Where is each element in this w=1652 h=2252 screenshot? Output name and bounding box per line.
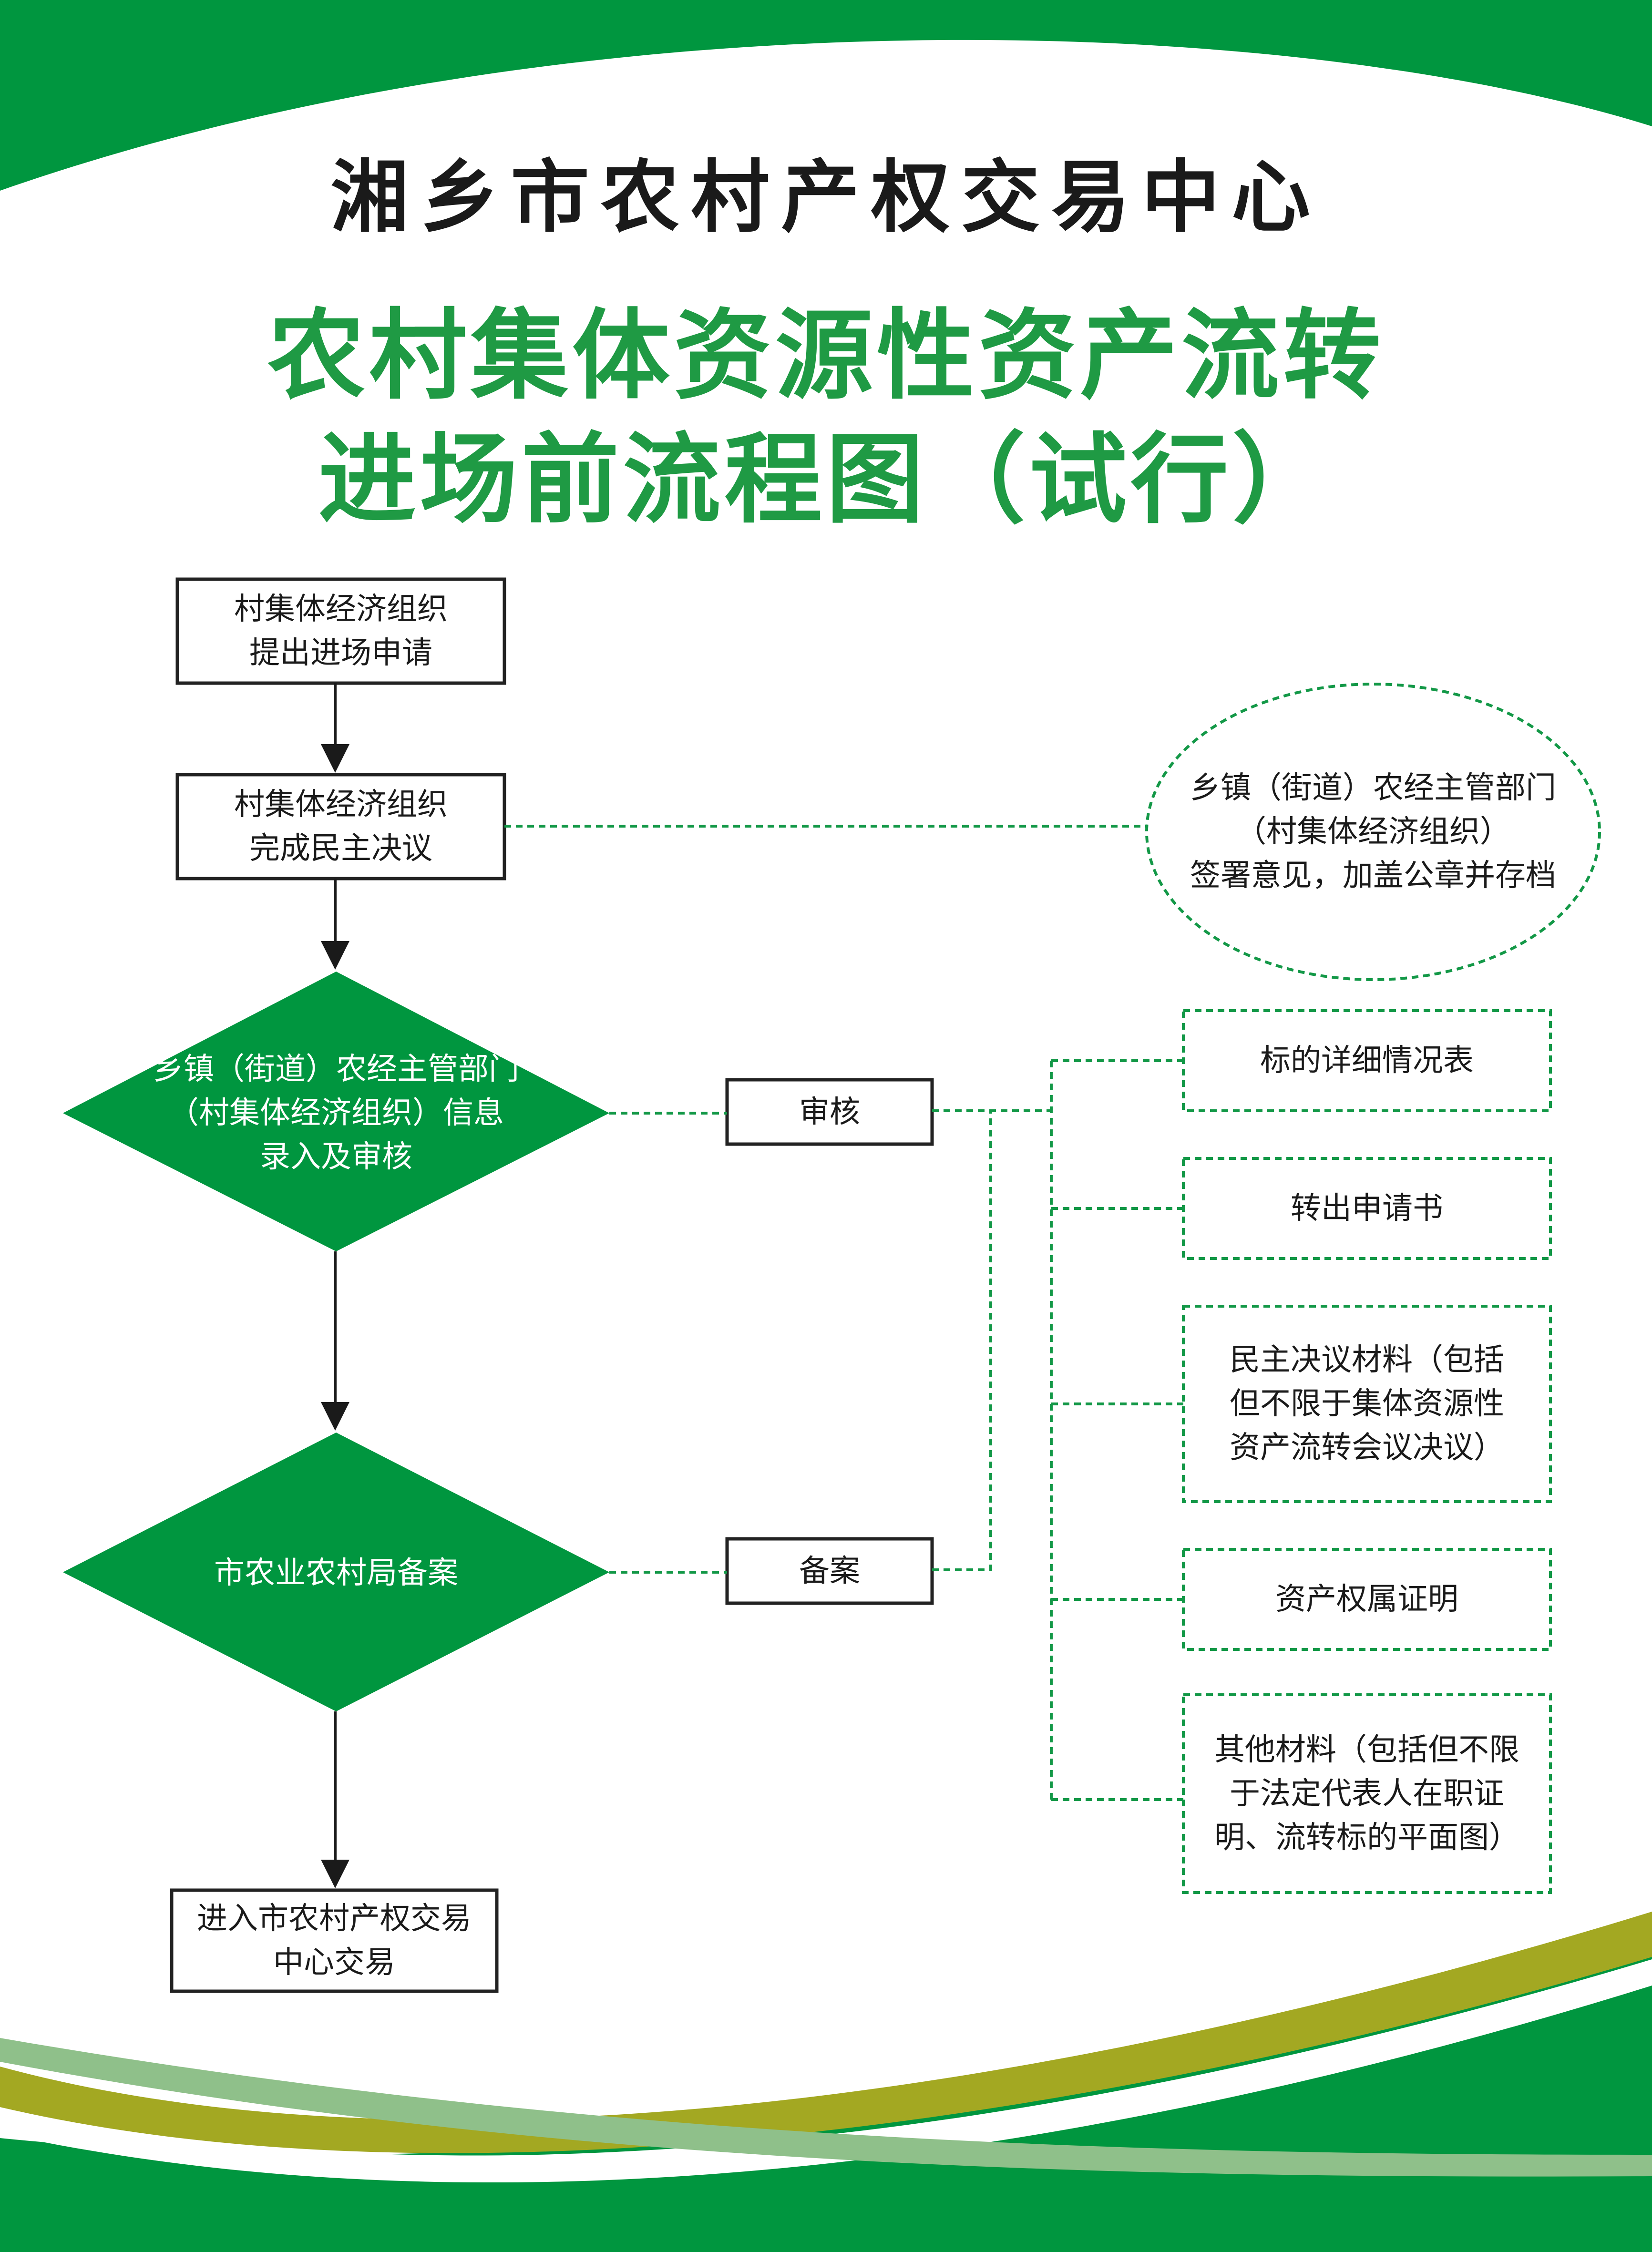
dashed-shapes	[1145, 683, 1601, 1894]
step2-box	[175, 773, 506, 880]
step3-label: 乡镇（街道）农经主管部门 （村集体经济组织）信息 录入及审核	[153, 1052, 519, 1175]
step1-box	[175, 577, 506, 685]
dashed-connectors	[504, 825, 1183, 1801]
document-item: 资产权属证明	[1275, 1582, 1458, 1617]
record-label: 备案	[799, 1553, 860, 1589]
top-green-band	[0, 0, 1652, 191]
doc-box-3	[1182, 1305, 1552, 1503]
doc-box-4	[1182, 1548, 1552, 1651]
step2-label: 村集体经济组织 完成民主决议	[234, 787, 448, 866]
document-item: 转出申请书	[1291, 1191, 1443, 1226]
record-box	[725, 1537, 934, 1605]
review-label: 审核	[799, 1094, 860, 1130]
doc-box-1	[1182, 1009, 1552, 1112]
step5-label: 进入市农村产权交易 中心交易	[197, 1901, 472, 1980]
side-note-ellipse	[1145, 683, 1601, 981]
step3-diamond	[63, 972, 609, 1251]
step4-label: 市农业农村局备案	[214, 1556, 458, 1591]
light-green-wave	[0, 2038, 1652, 2177]
olive-wave	[0, 1912, 1652, 2153]
side-note-label: 乡镇（街道）农经主管部门 （村集体经济组织） 签署意见，加盖公章并存档	[1190, 770, 1556, 893]
organization-name: 湘乡市农村产权交易中心	[330, 152, 1322, 243]
doc-box-5	[1182, 1693, 1552, 1894]
doc-box-2	[1182, 1157, 1552, 1260]
step4-diamond	[63, 1433, 609, 1711]
page-title-line2: 进场前流程图（试行）	[318, 423, 1334, 537]
step5-box	[170, 1888, 499, 1993]
page-title-line1: 农村集体资源性资产流转	[267, 299, 1385, 413]
document-item: 民主决议材料（包括 但不限于集体资源性 资产流转会议决议）	[1230, 1342, 1504, 1465]
step1-label: 村集体经济组织 提出进场申请	[234, 592, 448, 671]
document-item: 其他材料（包括但不限 于法定代表人在职证 明、流转标的平面图）	[1214, 1732, 1519, 1855]
document-item: 标的详细情况表	[1260, 1043, 1474, 1078]
